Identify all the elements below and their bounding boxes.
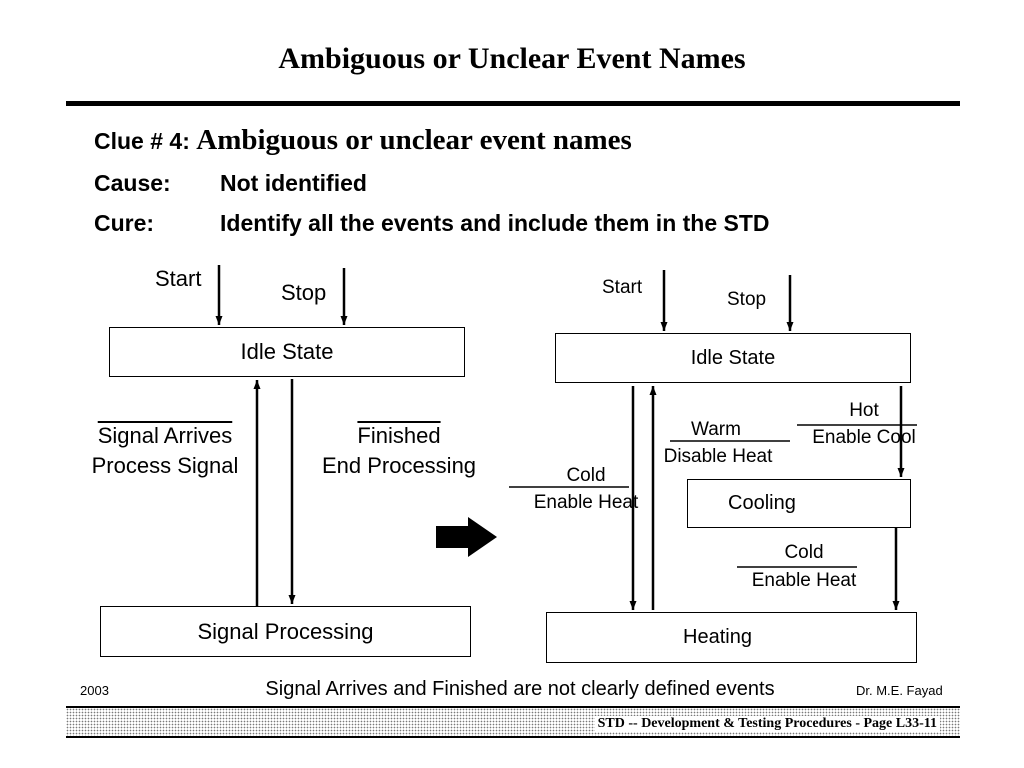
footer-page-ref: STD -- Development & Testing Procedures … bbox=[594, 716, 940, 732]
left-stop-label: Stop bbox=[281, 280, 327, 305]
hot-action: Enable Cool bbox=[812, 427, 916, 448]
cause-label: Cause: bbox=[94, 170, 171, 196]
finished-action: End Processing bbox=[321, 453, 477, 478]
cold-right-action: Enable Heat bbox=[751, 570, 857, 591]
warm-action: Disable Heat bbox=[663, 446, 773, 467]
cause-value: Not identified bbox=[220, 170, 367, 196]
cold-right-event: Cold bbox=[784, 542, 824, 563]
cause-line: Cause: Not identified bbox=[94, 170, 367, 197]
signal-arrives-action: Process Signal bbox=[91, 453, 239, 478]
left-idle-state: Idle State bbox=[109, 327, 465, 377]
finished-label: Finished End Processing bbox=[309, 421, 489, 481]
heating-state: Heating bbox=[546, 612, 917, 663]
cold-left-event: Cold bbox=[566, 465, 606, 486]
clue-line: Clue # 4: Ambiguous or unclear event nam… bbox=[94, 124, 632, 157]
slide-title: Ambiguous or Unclear Event Names bbox=[278, 42, 746, 75]
signal-arrives-label: Signal Arrives Process Signal bbox=[80, 421, 250, 481]
clue-title: Ambiguous or unclear event names bbox=[196, 124, 632, 156]
signal-processing-state: Signal Processing bbox=[100, 606, 471, 657]
right-start-label: Start bbox=[602, 277, 643, 298]
cure-value: Identify all the events and include them… bbox=[220, 210, 770, 236]
footer-note: Signal Arrives and Finished are not clea… bbox=[265, 678, 775, 700]
right-stop-label: Stop bbox=[727, 289, 767, 310]
footer-year: 2003 bbox=[80, 683, 109, 698]
cure-line: Cure: Identify all the events and include… bbox=[94, 210, 770, 237]
footer-author: Dr. M.E. Fayad bbox=[856, 683, 943, 698]
left-start-label: Start bbox=[155, 266, 202, 291]
cure-label: Cure: bbox=[94, 210, 155, 236]
cooling-state: Cooling bbox=[687, 479, 911, 528]
clue-label: Clue # 4: bbox=[94, 128, 190, 154]
cold-left-action: Enable Heat bbox=[533, 492, 639, 513]
footer-band: STD -- Development & Testing Procedures … bbox=[66, 706, 960, 738]
right-idle-state: Idle State bbox=[555, 333, 911, 383]
transition-arrow-icon bbox=[436, 517, 497, 557]
hot-event: Hot bbox=[849, 400, 879, 421]
warm-event: Warm bbox=[691, 419, 741, 440]
title-rule bbox=[66, 101, 960, 106]
signal-arrives-event: Signal Arrives bbox=[97, 423, 233, 448]
finished-event: Finished bbox=[357, 423, 441, 448]
